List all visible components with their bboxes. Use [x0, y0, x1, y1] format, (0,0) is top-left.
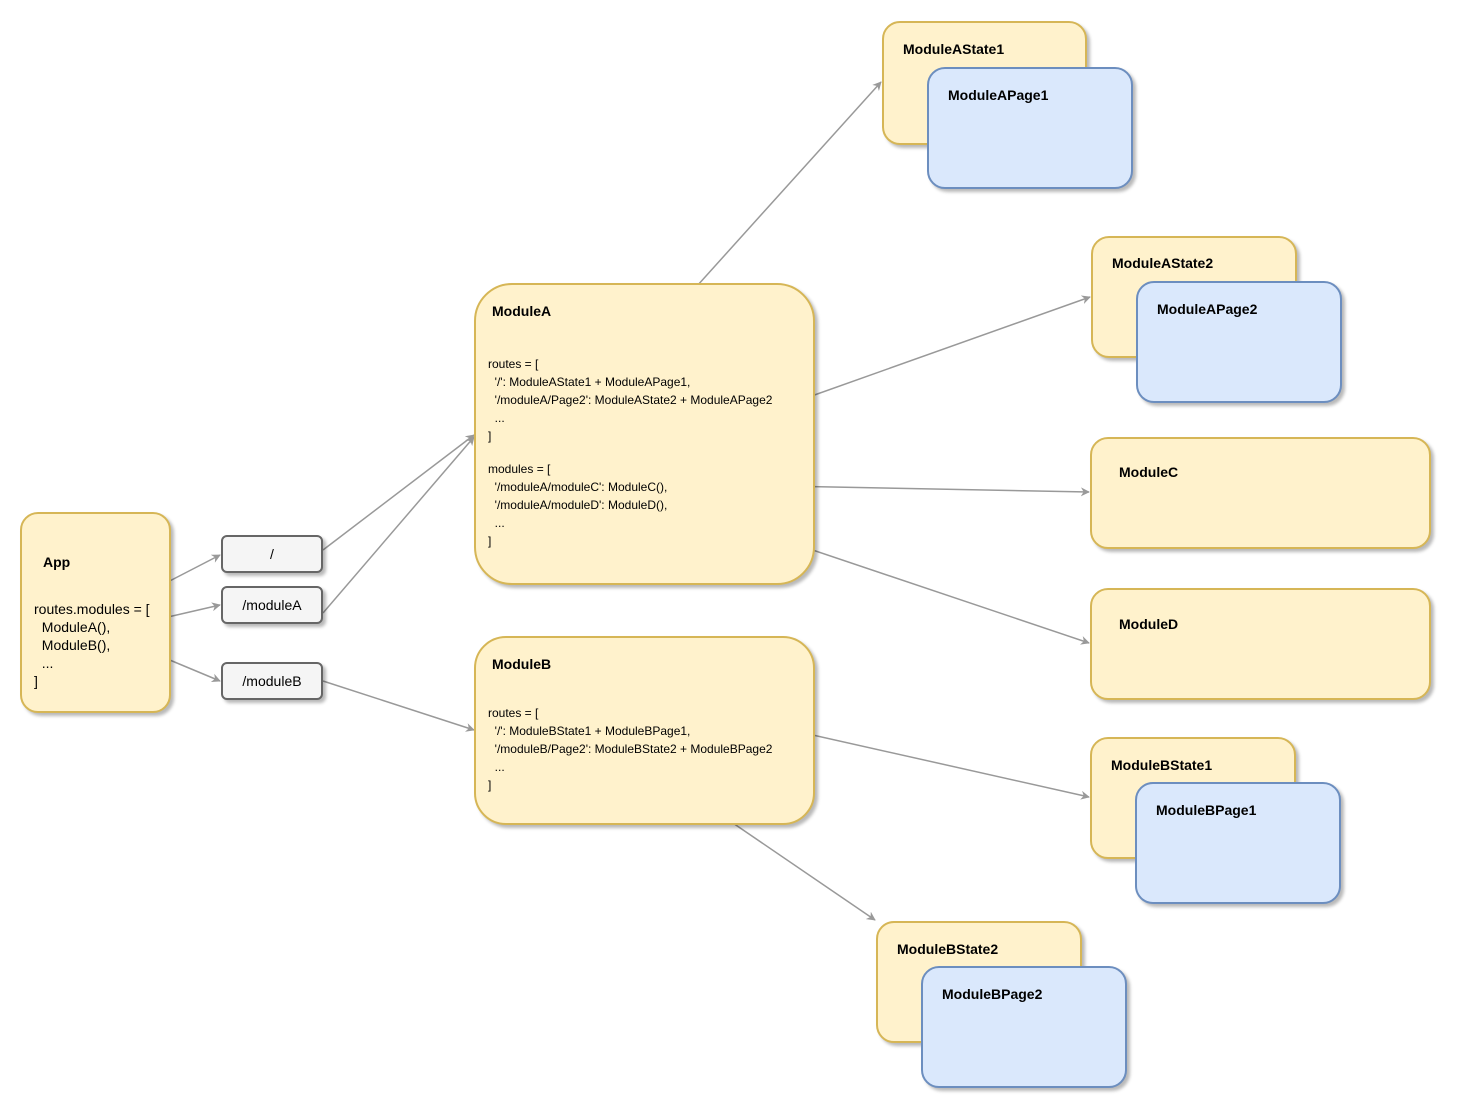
module-b-title: ModuleB — [492, 656, 552, 672]
module-b-routes-code: routes = [ '/': ModuleBState1 + ModuleBP… — [488, 706, 773, 792]
module-a-page2-title: ModuleAPage2 — [1157, 301, 1258, 317]
module-a-state2-title: ModuleAState2 — [1112, 255, 1214, 271]
module-d-node: ModuleD — [1090, 588, 1431, 700]
app-node: App routes.modules = [ ModuleA(), Module… — [20, 512, 171, 713]
module-b-page1-node: ModuleBPage1 — [1135, 782, 1341, 904]
module-a-modules-code: modules = [ '/moduleA/moduleC': ModuleC(… — [488, 462, 668, 548]
module-c-node: ModuleC — [1090, 437, 1431, 549]
connector-module-b-route-to-module-b — [322, 680, 475, 732]
route-module-b: /moduleB — [221, 662, 323, 700]
module-a-page1-title: ModuleAPage1 — [948, 87, 1049, 103]
module-b-page2-node: ModuleBPage2 — [921, 966, 1127, 1088]
module-a-state1-title: ModuleAState1 — [903, 41, 1005, 57]
module-b-node: ModuleB routes = [ '/': ModuleBState1 + … — [474, 636, 815, 825]
route-module-a: /moduleA — [221, 586, 323, 624]
module-a-routes-code: routes = [ '/': ModuleAState1 + ModuleAP… — [488, 357, 773, 443]
module-d-title: ModuleD — [1119, 616, 1179, 632]
route-module-b-label: /moduleB — [242, 673, 302, 689]
module-c-title: ModuleC — [1119, 464, 1179, 480]
route-module-a-label: /moduleA — [242, 597, 302, 613]
connector-module-a-to-state2 — [805, 295, 1091, 399]
connector-module-a-route-to-module-a — [322, 436, 475, 614]
app-title: App — [43, 554, 71, 570]
connector-module-b-to-state1 — [785, 728, 1090, 800]
module-b-page1-title: ModuleBPage1 — [1156, 802, 1257, 818]
route-root: / — [221, 535, 323, 573]
module-a-node: ModuleA routes = [ '/': ModuleAState1 + … — [474, 283, 815, 585]
module-a-title: ModuleA — [492, 303, 552, 319]
module-b-state2-title: ModuleBState2 — [897, 941, 999, 957]
module-b-page2-title: ModuleBPage2 — [942, 986, 1043, 1002]
app-routes-code: routes.modules = [ ModuleA(), ModuleB(),… — [34, 601, 150, 689]
route-root-label: / — [270, 546, 274, 562]
module-a-page2-node: ModuleAPage2 — [1136, 281, 1342, 403]
connector-root-route-to-module-a — [322, 434, 475, 551]
module-a-page1-node: ModuleAPage1 — [927, 67, 1133, 189]
module-b-state1-title: ModuleBState1 — [1111, 757, 1213, 773]
